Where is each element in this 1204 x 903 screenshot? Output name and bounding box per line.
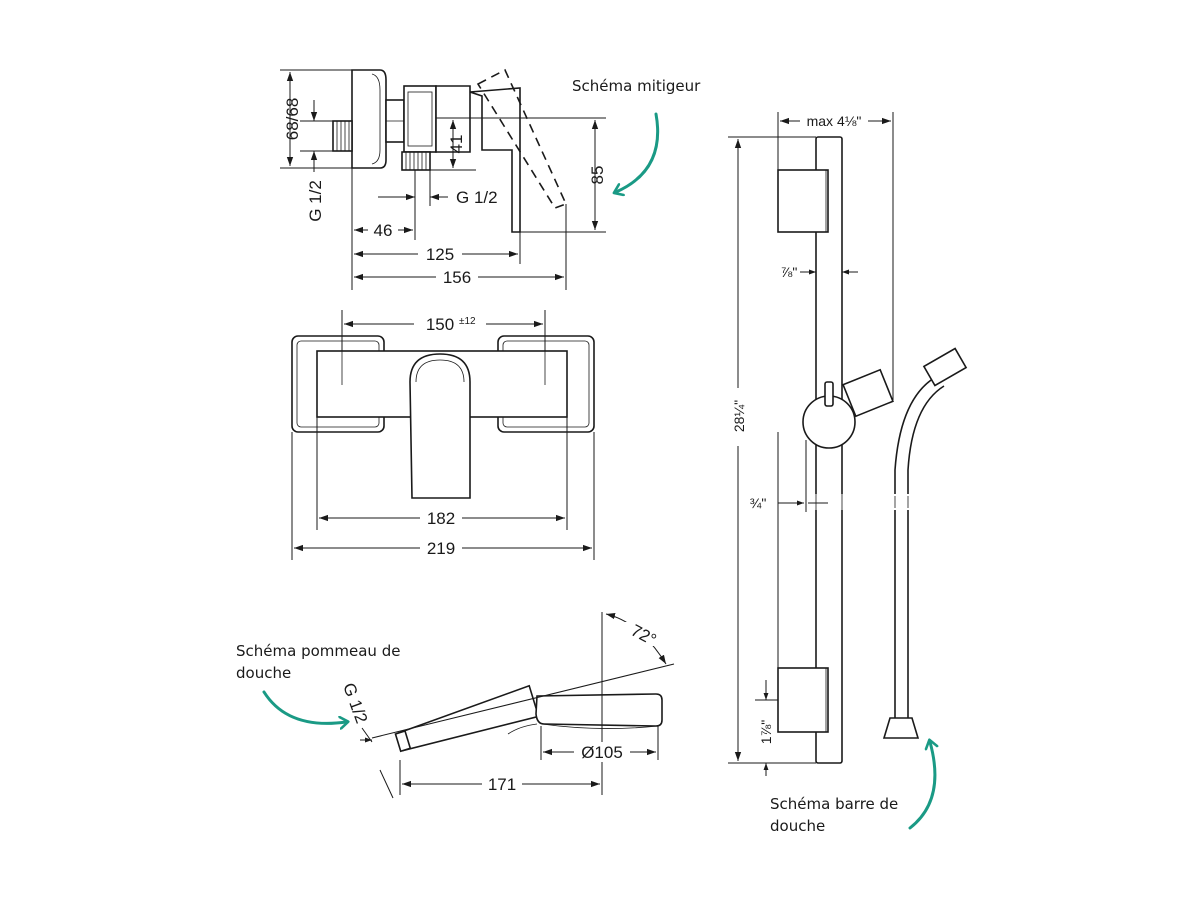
dim-1-7-8: 1⅞" xyxy=(758,720,774,744)
annotation-arrows xyxy=(262,112,935,830)
dim-171: 171 xyxy=(488,775,516,794)
shower-hose xyxy=(894,377,935,718)
hand-shower-handle xyxy=(396,684,540,752)
mixer-front-dimensions xyxy=(291,310,595,560)
dim-219: 219 xyxy=(427,539,455,558)
dim-46: 46 xyxy=(374,221,393,240)
dim-max-4-1-8: max 4⅛" xyxy=(807,113,862,129)
annotation-handshower: Schéma pommeau de douche xyxy=(236,640,400,684)
shower-rail xyxy=(777,136,968,764)
dim-125: 125 xyxy=(426,245,454,264)
mixer-wall-plate xyxy=(351,69,387,169)
annotation-rail-line1: Schéma barre de xyxy=(770,795,899,813)
dim-28-1-4: 28¼" xyxy=(731,400,747,432)
dim-g12-bottom: G 1/2 xyxy=(456,188,498,207)
dim-156: 156 xyxy=(443,268,471,287)
hand-shower-thread xyxy=(394,730,412,753)
annotation-mixer-text: Schéma mitigeur xyxy=(572,77,701,95)
annotation-handshower-line2: douche xyxy=(236,664,292,682)
dim-68-68: 68/68 xyxy=(283,98,302,141)
dim-150-tolerance: ±12 xyxy=(459,316,476,327)
dim-diameter-105: Ø105 xyxy=(581,743,623,762)
dim-handshower-g12: G 1/2 xyxy=(339,680,371,726)
dim-150: 150 xyxy=(426,315,454,334)
mixer-outlet xyxy=(401,151,431,171)
mixer-inlet-thread xyxy=(332,120,353,152)
teal-arrow-mixer xyxy=(616,112,660,192)
dim-g12-left: G 1/2 xyxy=(306,180,325,222)
hose-bottom-connector xyxy=(882,717,920,739)
mixer-front-view xyxy=(291,335,595,499)
annotation-mixer: Schéma mitigeur xyxy=(572,75,700,97)
rail-slider-knob xyxy=(824,381,834,407)
rail-top-bracket xyxy=(777,169,829,233)
dim-3-4: ¾" xyxy=(750,495,767,511)
dim-41: 41 xyxy=(447,135,466,154)
hand-shower xyxy=(394,684,663,753)
shower-rail-labels: max 4⅛" ⅞" 28¼" ¾" 1⅞" xyxy=(731,113,861,744)
rail-bar xyxy=(815,136,843,764)
dim-182: 182 xyxy=(427,509,455,528)
hand-shower-dimensions xyxy=(360,612,675,799)
teal-arrow-handshower xyxy=(262,690,346,723)
annotation-handshower-line1: Schéma pommeau de xyxy=(236,642,401,660)
dim-85: 85 xyxy=(588,166,607,185)
teal-arrow-rail xyxy=(908,742,935,830)
mixer-front-labels: 150 ±12 182 219 xyxy=(426,315,476,558)
hand-shower-head xyxy=(535,693,663,727)
mixer-lever xyxy=(435,85,471,153)
shower-rail-dimensions xyxy=(726,110,894,776)
annotation-rail: Schéma barre de douche xyxy=(770,793,898,837)
mixer-side-dimensions xyxy=(280,69,606,290)
mixer-front-lever xyxy=(409,353,471,499)
rail-bottom-bracket xyxy=(777,667,829,733)
mixer-side-labels: 68/68 G 1/2 41 85 G 1/2 46 125 156 xyxy=(283,98,607,287)
rail-slider-holder xyxy=(842,368,894,418)
hose-top-connector xyxy=(922,347,968,387)
mixer-side-view xyxy=(332,68,568,233)
annotation-rail-line2: douche xyxy=(770,817,826,835)
mixer-body xyxy=(403,85,437,153)
dim-7-8: ⅞" xyxy=(781,264,798,280)
